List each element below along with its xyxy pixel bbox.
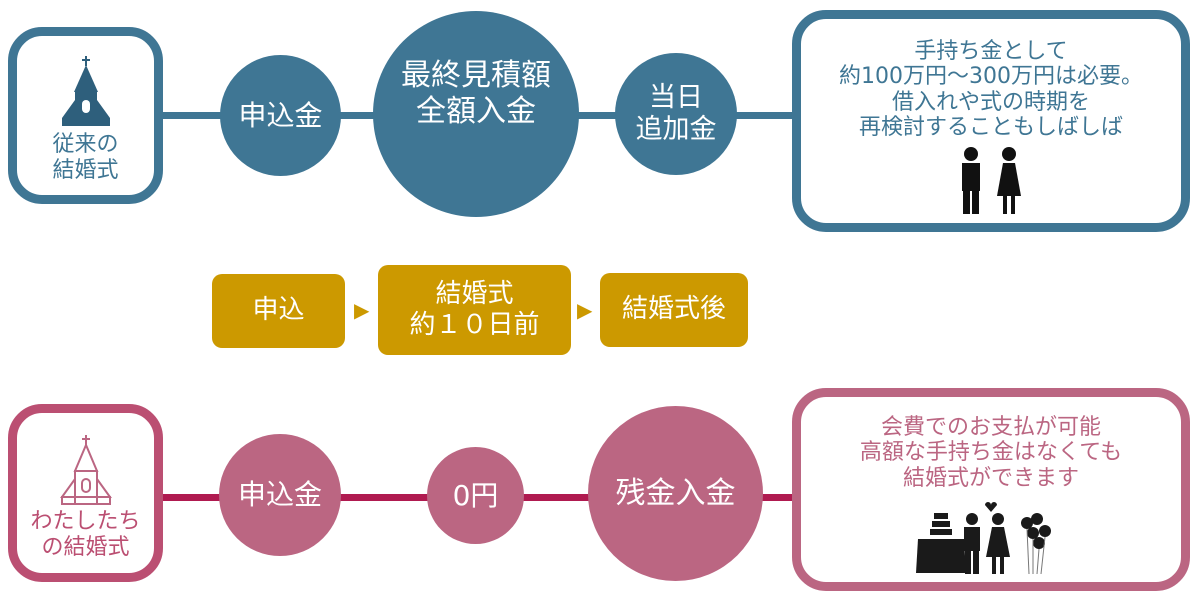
ours-note-box: 会費でのお支払が可能 高額な手持ち金はなくても 結婚式ができます: [792, 388, 1190, 591]
bride-groom-icon: [962, 147, 1021, 215]
traditional-label: 従来の 結婚式: [52, 132, 119, 184]
step-label: 最終見積額 全額入金: [401, 58, 551, 129]
traditional-step-final-payment: 最終見積額 全額入金: [373, 11, 579, 217]
ours-step-zero: 0円: [427, 447, 524, 544]
timeline-step-apply: 申込: [212, 274, 345, 348]
step-label: 申込金: [237, 478, 322, 512]
traditional-step-extra: 当日 追加金: [615, 53, 737, 175]
timeline-label: 結婚式 約１０日前: [409, 278, 540, 340]
traditional-note: 手持ち金として 約100万円～300万円は必要。 借入れや式の時期を 再検討する…: [839, 39, 1143, 140]
timeline-label: 申込: [252, 295, 305, 326]
arrow-right-icon: ▶: [354, 298, 370, 322]
traditional-label-box: 従来の 結婚式: [8, 27, 163, 204]
ours-note: 会費でのお支払が可能 高額な手持ち金はなくても 結婚式ができます: [859, 415, 1123, 491]
ours-label: わたしたち の結婚式: [30, 509, 141, 561]
step-label: 申込金: [238, 98, 323, 132]
step-label: 0円: [452, 478, 499, 512]
ours-step-balance: 残金入金: [588, 406, 763, 581]
timeline-step-after-wedding: 結婚式後: [600, 273, 748, 347]
ours-step-deposit: 申込金: [219, 434, 341, 556]
church-icon: [59, 435, 112, 505]
wedding-party-icon: [916, 501, 1051, 574]
church-icon: [61, 56, 110, 126]
step-label: 残金入金: [615, 475, 736, 511]
traditional-step-deposit: 申込金: [220, 55, 341, 176]
traditional-note-box: 手持ち金として 約100万円～300万円は必要。 借入れや式の時期を 再検討する…: [792, 10, 1190, 232]
arrow-right-icon: ▶: [577, 298, 593, 322]
timeline-label: 結婚式後: [621, 294, 726, 325]
step-label: 当日 追加金: [635, 81, 717, 145]
ours-label-box: わたしたち の結婚式: [8, 404, 163, 582]
timeline-step-10-days-before: 結婚式 約１０日前: [378, 265, 571, 355]
